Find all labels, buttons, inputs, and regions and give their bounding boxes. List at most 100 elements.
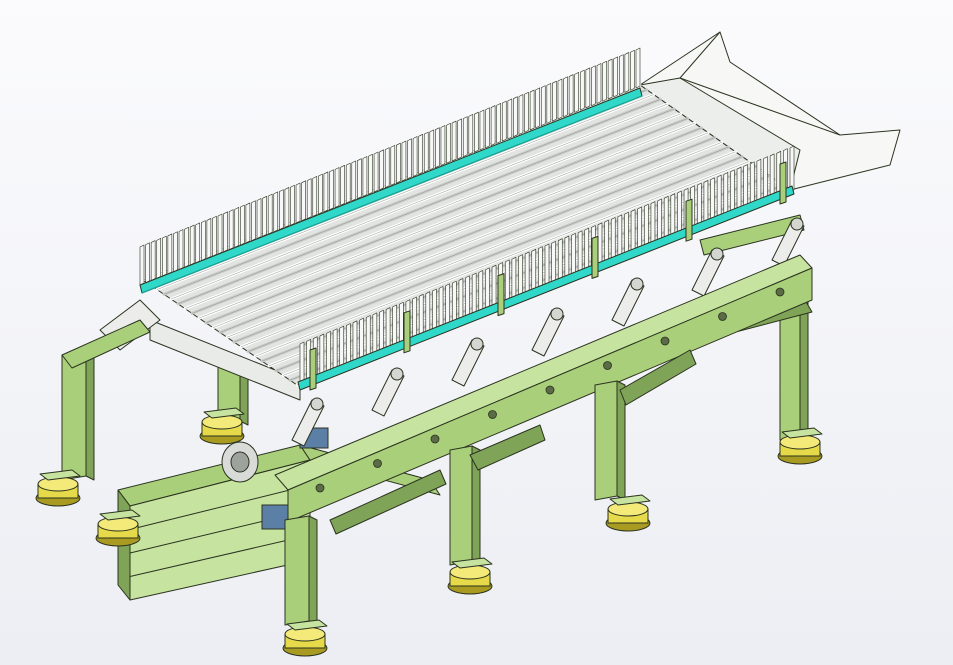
comb-tooth-back <box>412 136 418 177</box>
comb-tooth-back <box>591 65 596 107</box>
comb-tooth-back <box>195 222 201 264</box>
comb-tooth-back <box>245 202 251 244</box>
comb-tooth-back <box>167 233 173 275</box>
comb-tooth-back <box>323 171 329 213</box>
front-main-beam-web <box>287 267 813 523</box>
mount-front-left <box>35 469 81 507</box>
deck-rod-edge <box>163 99 661 295</box>
comb-tooth-back <box>596 63 602 104</box>
comb-tooth-back <box>429 129 435 171</box>
comb-tooth-back <box>240 204 245 246</box>
front-brace-1 <box>469 424 546 471</box>
comb-tooth-back <box>373 151 379 193</box>
beam-bolt <box>603 361 612 370</box>
comb-tooth-back <box>585 67 591 109</box>
comb-tooth-back <box>485 107 490 149</box>
comb-tooth-back <box>150 240 156 281</box>
deck-rod-edge <box>191 118 688 314</box>
comb-tooth-back <box>284 187 290 228</box>
deck-rod-edge <box>177 108 675 305</box>
mount-front-2 <box>447 557 493 595</box>
deck-rod-edge <box>212 132 709 328</box>
rocker-link <box>371 369 405 417</box>
comb-tooth-back <box>568 74 574 115</box>
drive-frame-rib <box>129 534 311 577</box>
drive-motor <box>221 427 329 530</box>
comb-tooth-back <box>262 196 267 237</box>
front-left-crossbeam <box>61 319 151 369</box>
mount-front-1-plate <box>286 619 328 631</box>
comb-tooth-back <box>613 56 619 98</box>
comb-tooth-back <box>624 52 630 93</box>
front-brace-3 <box>329 469 447 535</box>
rail-bracket <box>497 273 505 317</box>
front-structure <box>35 217 813 657</box>
comb-tooth-back <box>579 69 585 111</box>
front-leg-1 <box>284 515 310 626</box>
rear-top-beam <box>699 214 805 256</box>
comb-tooth-back <box>306 178 312 219</box>
mount-rear-right-plate <box>781 427 823 439</box>
front-leg-2 <box>449 445 473 566</box>
deck-rod-edge <box>184 113 682 309</box>
comb-tooth-back <box>228 209 234 250</box>
rear-right-leg-side <box>799 295 809 441</box>
comb-tooth-back <box>217 213 223 255</box>
comb-tooth-back <box>273 191 279 233</box>
rocker-pivot <box>710 247 724 261</box>
comb-tooth-back <box>290 184 295 226</box>
rocker-pivot <box>790 217 804 231</box>
front-brace-2 <box>619 349 697 406</box>
comb-tooth-back <box>267 193 273 235</box>
comb-tooth-front <box>789 145 795 193</box>
comb-tooth-back <box>390 145 396 186</box>
deck-rod-edge <box>205 127 702 324</box>
comb-tooth-back <box>635 47 641 89</box>
comb-tooth-back <box>189 224 195 266</box>
comb-tooth-back <box>212 215 217 257</box>
comb-tooth-back <box>423 131 429 173</box>
comb-tooth-back <box>518 94 524 135</box>
beam-bolt <box>775 287 785 297</box>
comb-tooth-back <box>630 49 635 91</box>
comb-tooth-back <box>329 169 334 211</box>
rail-bracket <box>685 198 693 242</box>
comb-tooth-back <box>552 80 557 122</box>
beam-bolt <box>373 459 382 468</box>
comb-tooth-back <box>479 109 485 151</box>
rocker-pivot <box>550 307 564 321</box>
comb-tooth-back <box>507 98 513 140</box>
beam-bolt <box>718 312 727 321</box>
comb-tooth-back <box>468 114 474 155</box>
comb-tooth-back <box>401 140 407 182</box>
comb-tooth-back <box>418 134 423 175</box>
front-left-leg <box>61 350 87 481</box>
comb-tooth-back <box>557 78 563 120</box>
mount-rear-left <box>199 407 245 445</box>
comb-tooth-back <box>357 158 362 199</box>
rocker-pivot <box>470 337 484 351</box>
comb-tooth-back <box>574 72 579 113</box>
rocker-link <box>531 309 565 357</box>
mount-front-2-plate <box>451 557 493 569</box>
comb-tooth-back <box>446 122 451 164</box>
comb-tooth-back <box>490 105 496 146</box>
comb-tooth-back <box>546 83 552 124</box>
drive-frame-rib <box>129 484 311 530</box>
mount-front-3-plate <box>609 494 651 506</box>
comb-tooth-back <box>201 220 206 261</box>
screen-deck <box>99 31 901 391</box>
comb-tooth-back <box>396 142 401 184</box>
deck-rod-edge <box>247 156 743 352</box>
comb-tooth-back <box>513 96 518 137</box>
beam-bolt <box>315 483 325 493</box>
comb-tooth-back <box>524 91 529 133</box>
comb-tooth-back <box>178 229 184 270</box>
front-leg-3 <box>594 380 618 501</box>
rail-bracket <box>591 235 599 279</box>
comb-tooth-back <box>173 231 178 273</box>
comb-tooth-back <box>256 198 262 239</box>
deck-rod-edge <box>198 122 695 319</box>
